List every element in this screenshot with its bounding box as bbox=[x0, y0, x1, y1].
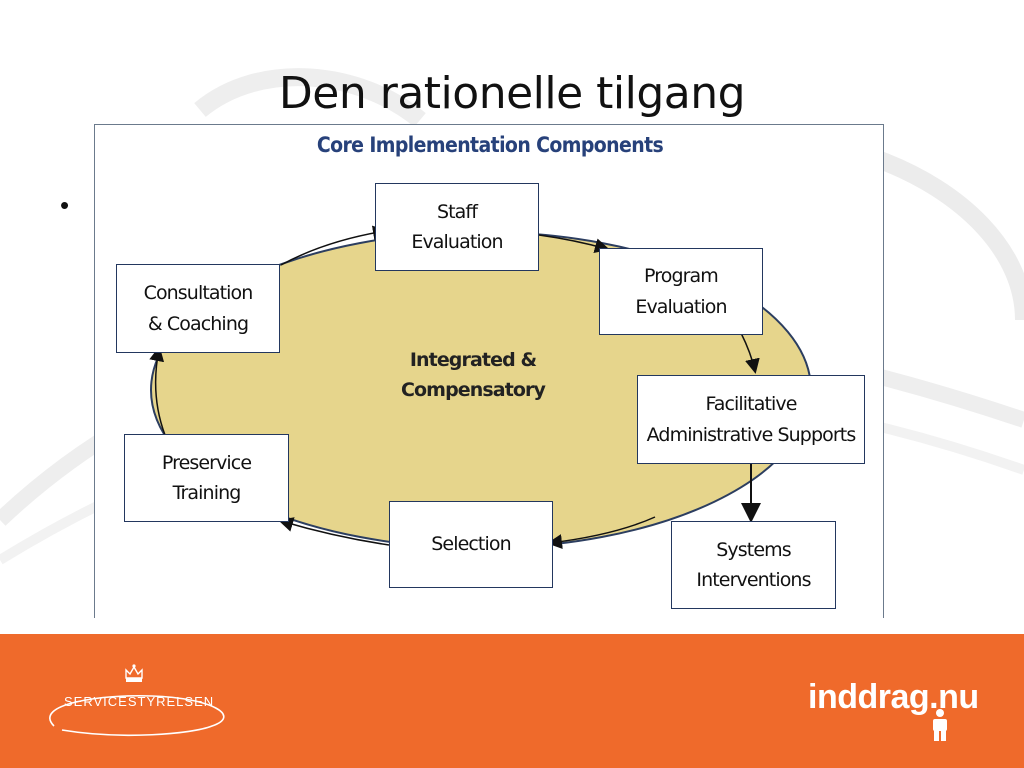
person-icon bbox=[933, 709, 947, 741]
arrow-selection-to-preservice bbox=[278, 517, 390, 546]
node-systems-interventions: Systems Interventions bbox=[671, 521, 836, 609]
arrow-consultation-to-staff bbox=[280, 225, 388, 266]
slide-title: Den rationelle tilgang bbox=[278, 68, 746, 119]
node-selection: Selection bbox=[389, 501, 553, 588]
footer-bar: SERVICESTYRELSEN inddrag.nu bbox=[0, 634, 1024, 768]
servicestyrelsen-swoosh bbox=[49, 664, 225, 737]
center-label: Integrated & Compensatory bbox=[400, 349, 546, 402]
diagram-title: Core Implementation Components bbox=[316, 133, 664, 157]
node-preservice-training: Preservice Training bbox=[124, 434, 289, 522]
implementation-diagram: Core Implementation Components Staff Eva… bbox=[94, 124, 884, 618]
node-facilitative-administrative-supports: Facilitative Administrative Supports bbox=[637, 375, 865, 464]
arrow-staff-to-program bbox=[538, 234, 610, 253]
crown-icon bbox=[125, 664, 143, 682]
node-program-evaluation: Program Evaluation bbox=[599, 248, 763, 335]
bullet-point: • bbox=[60, 190, 70, 220]
arrow-preservice-to-consultation bbox=[149, 346, 166, 436]
node-consultation-coaching: Consultation & Coaching bbox=[116, 264, 280, 353]
arrow-facilitative-to-selection bbox=[547, 516, 656, 549]
inddrag-logo: inddrag.nu bbox=[808, 678, 979, 716]
arrow-program-to-facilitative bbox=[740, 332, 760, 374]
servicestyrelsen-logo: SERVICESTYRELSEN bbox=[42, 664, 232, 744]
node-staff-evaluation: Staff Evaluation bbox=[375, 183, 539, 271]
servicestyrelsen-text: SERVICESTYRELSEN bbox=[64, 694, 215, 709]
